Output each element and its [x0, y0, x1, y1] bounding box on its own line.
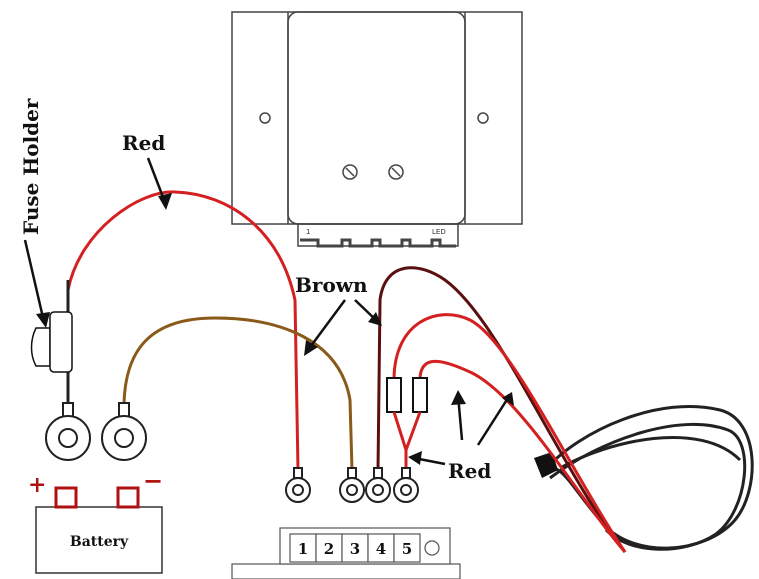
ring-terminals-battery: [45, 402, 147, 461]
callout-arrows: [23, 157, 510, 466]
terminal-block: [231, 527, 461, 579]
resistor-join: [392, 411, 422, 455]
arrow-red-right-2: [476, 397, 510, 446]
ring-lug-right-neck: [118, 402, 130, 418]
red-wire-fuse-to-terminal-1: [66, 190, 300, 471]
screw-left: [342, 164, 358, 180]
ring-terminals-block: [285, 467, 419, 503]
dark-brown-wire-terminal-4: [376, 266, 627, 553]
arrow-fuse-holder: [23, 239, 46, 323]
screw-right: [388, 164, 404, 180]
label-red-top: Red: [122, 131, 165, 155]
battery-positive-post: [54, 486, 78, 509]
controller-unit: [231, 11, 523, 248]
battery-plus-sign: +: [28, 472, 46, 498]
mount-hole-right: [477, 112, 489, 124]
terminal-5-label: 5: [402, 540, 412, 558]
cable-junction: [534, 452, 558, 478]
arrow-heads: [36, 193, 514, 465]
connector-pins: [300, 238, 456, 248]
battery: [35, 486, 163, 574]
pin-1-mark: 1: [306, 228, 310, 236]
fuse-holder: [30, 311, 73, 373]
terminal-block-base: [231, 563, 461, 579]
arrow-brown-1: [306, 299, 347, 351]
terminal-1-label: 1: [298, 540, 308, 558]
mount-hole-left: [259, 112, 271, 124]
battery-negative-post: [116, 486, 140, 509]
label-brown: Brown: [295, 273, 368, 297]
pin-led-mark: LED: [432, 228, 446, 236]
terminal-2-label: 2: [324, 540, 334, 558]
controller-body: [287, 11, 466, 225]
ring-lug-left-neck: [62, 402, 74, 418]
battery-case: [35, 506, 163, 574]
label-fuse-holder: Fuse Holder: [19, 98, 43, 235]
terminal-3-label: 3: [350, 540, 360, 558]
brown-wire-to-terminal-3: [122, 316, 354, 471]
label-red-right: Red: [448, 459, 491, 483]
red-wire-inner: [418, 359, 627, 553]
battery-label: Battery: [70, 534, 129, 550]
red-wire-outer: [392, 313, 627, 553]
terminal-4-label: 4: [376, 540, 386, 558]
resistor-right: [412, 377, 428, 413]
controller-connector-strip: [297, 223, 459, 247]
battery-minus-sign: −: [143, 466, 163, 495]
resistor-left: [386, 377, 402, 413]
